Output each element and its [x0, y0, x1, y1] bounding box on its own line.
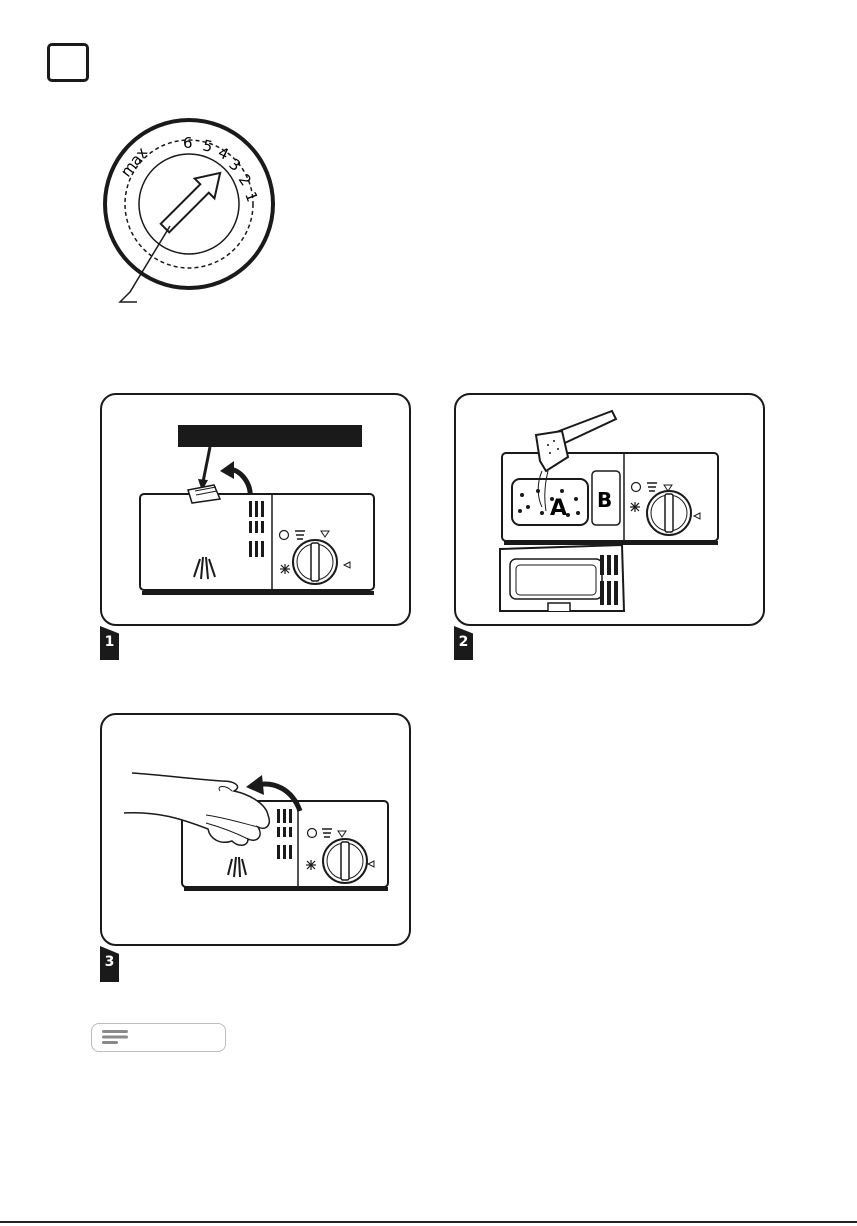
dial-label-5: 5 [201, 136, 214, 156]
dial-label-1: 1 [241, 189, 261, 204]
section-marker-box [47, 43, 89, 82]
step-1-panel [100, 393, 411, 626]
step-2-panel: A B [454, 393, 765, 626]
step-3-panel [100, 713, 411, 946]
compartment-a-label: A [550, 496, 567, 521]
step-1-tab: 1 [100, 626, 119, 660]
step-2-tab: 2 [454, 626, 473, 660]
regulator-dial-icon: max 6 5 4 3 2 1 [95, 110, 295, 315]
dial-label-max: max [117, 144, 151, 181]
dial-label-6: 6 [183, 134, 193, 152]
note-box [91, 1023, 226, 1052]
dial-label-2: 2 [235, 171, 255, 189]
note-icon [92, 1024, 152, 1050]
step-3-tab: 3 [100, 946, 119, 982]
close-lid-illustration [102, 715, 411, 946]
detergent-fill-illustration: A B [456, 395, 765, 626]
page-bottom-rule [0, 1221, 857, 1223]
detergent-dispenser-icon [102, 395, 411, 626]
compartment-b-label: B [597, 488, 612, 512]
